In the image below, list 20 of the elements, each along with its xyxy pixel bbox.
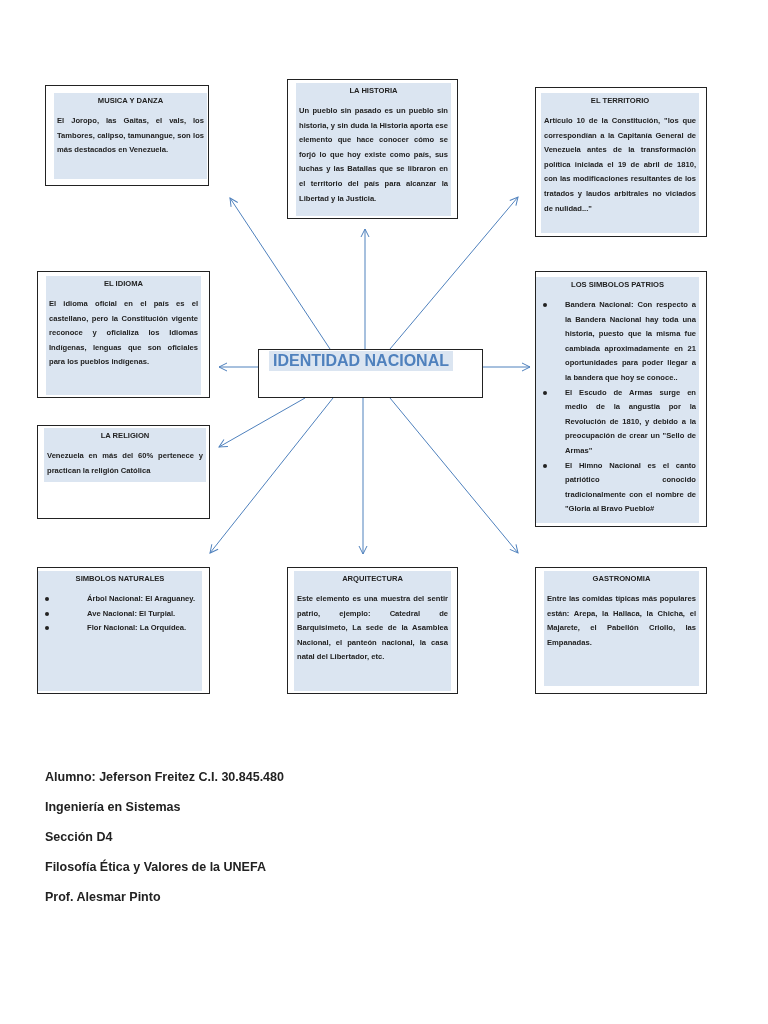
title-box	[258, 349, 483, 398]
info-text: Prof. Alesmar Pinto	[45, 890, 161, 904]
topic-box	[37, 425, 210, 519]
info-text: Ingeniería en Sistemas	[45, 800, 181, 814]
topic-box	[45, 85, 209, 186]
arrow	[218, 397, 306, 448]
arrow	[389, 196, 519, 350]
arrow	[389, 397, 519, 554]
arrow	[360, 228, 370, 350]
arrow	[358, 397, 368, 555]
topic-box	[535, 567, 707, 694]
info-text: Filosofía Ética y Valores de la UNEFA	[45, 860, 266, 874]
arrow	[209, 397, 334, 554]
arrow	[229, 197, 331, 350]
arrow	[482, 362, 531, 372]
info-text: Alumno: Jeferson Freitez C.I. 30.845.480	[45, 770, 284, 784]
info-text: Sección D4	[45, 830, 113, 844]
node-label: IDENTIDAD NACIONAL	[269, 351, 453, 371]
topic-box	[37, 271, 210, 398]
arrow	[218, 362, 259, 372]
